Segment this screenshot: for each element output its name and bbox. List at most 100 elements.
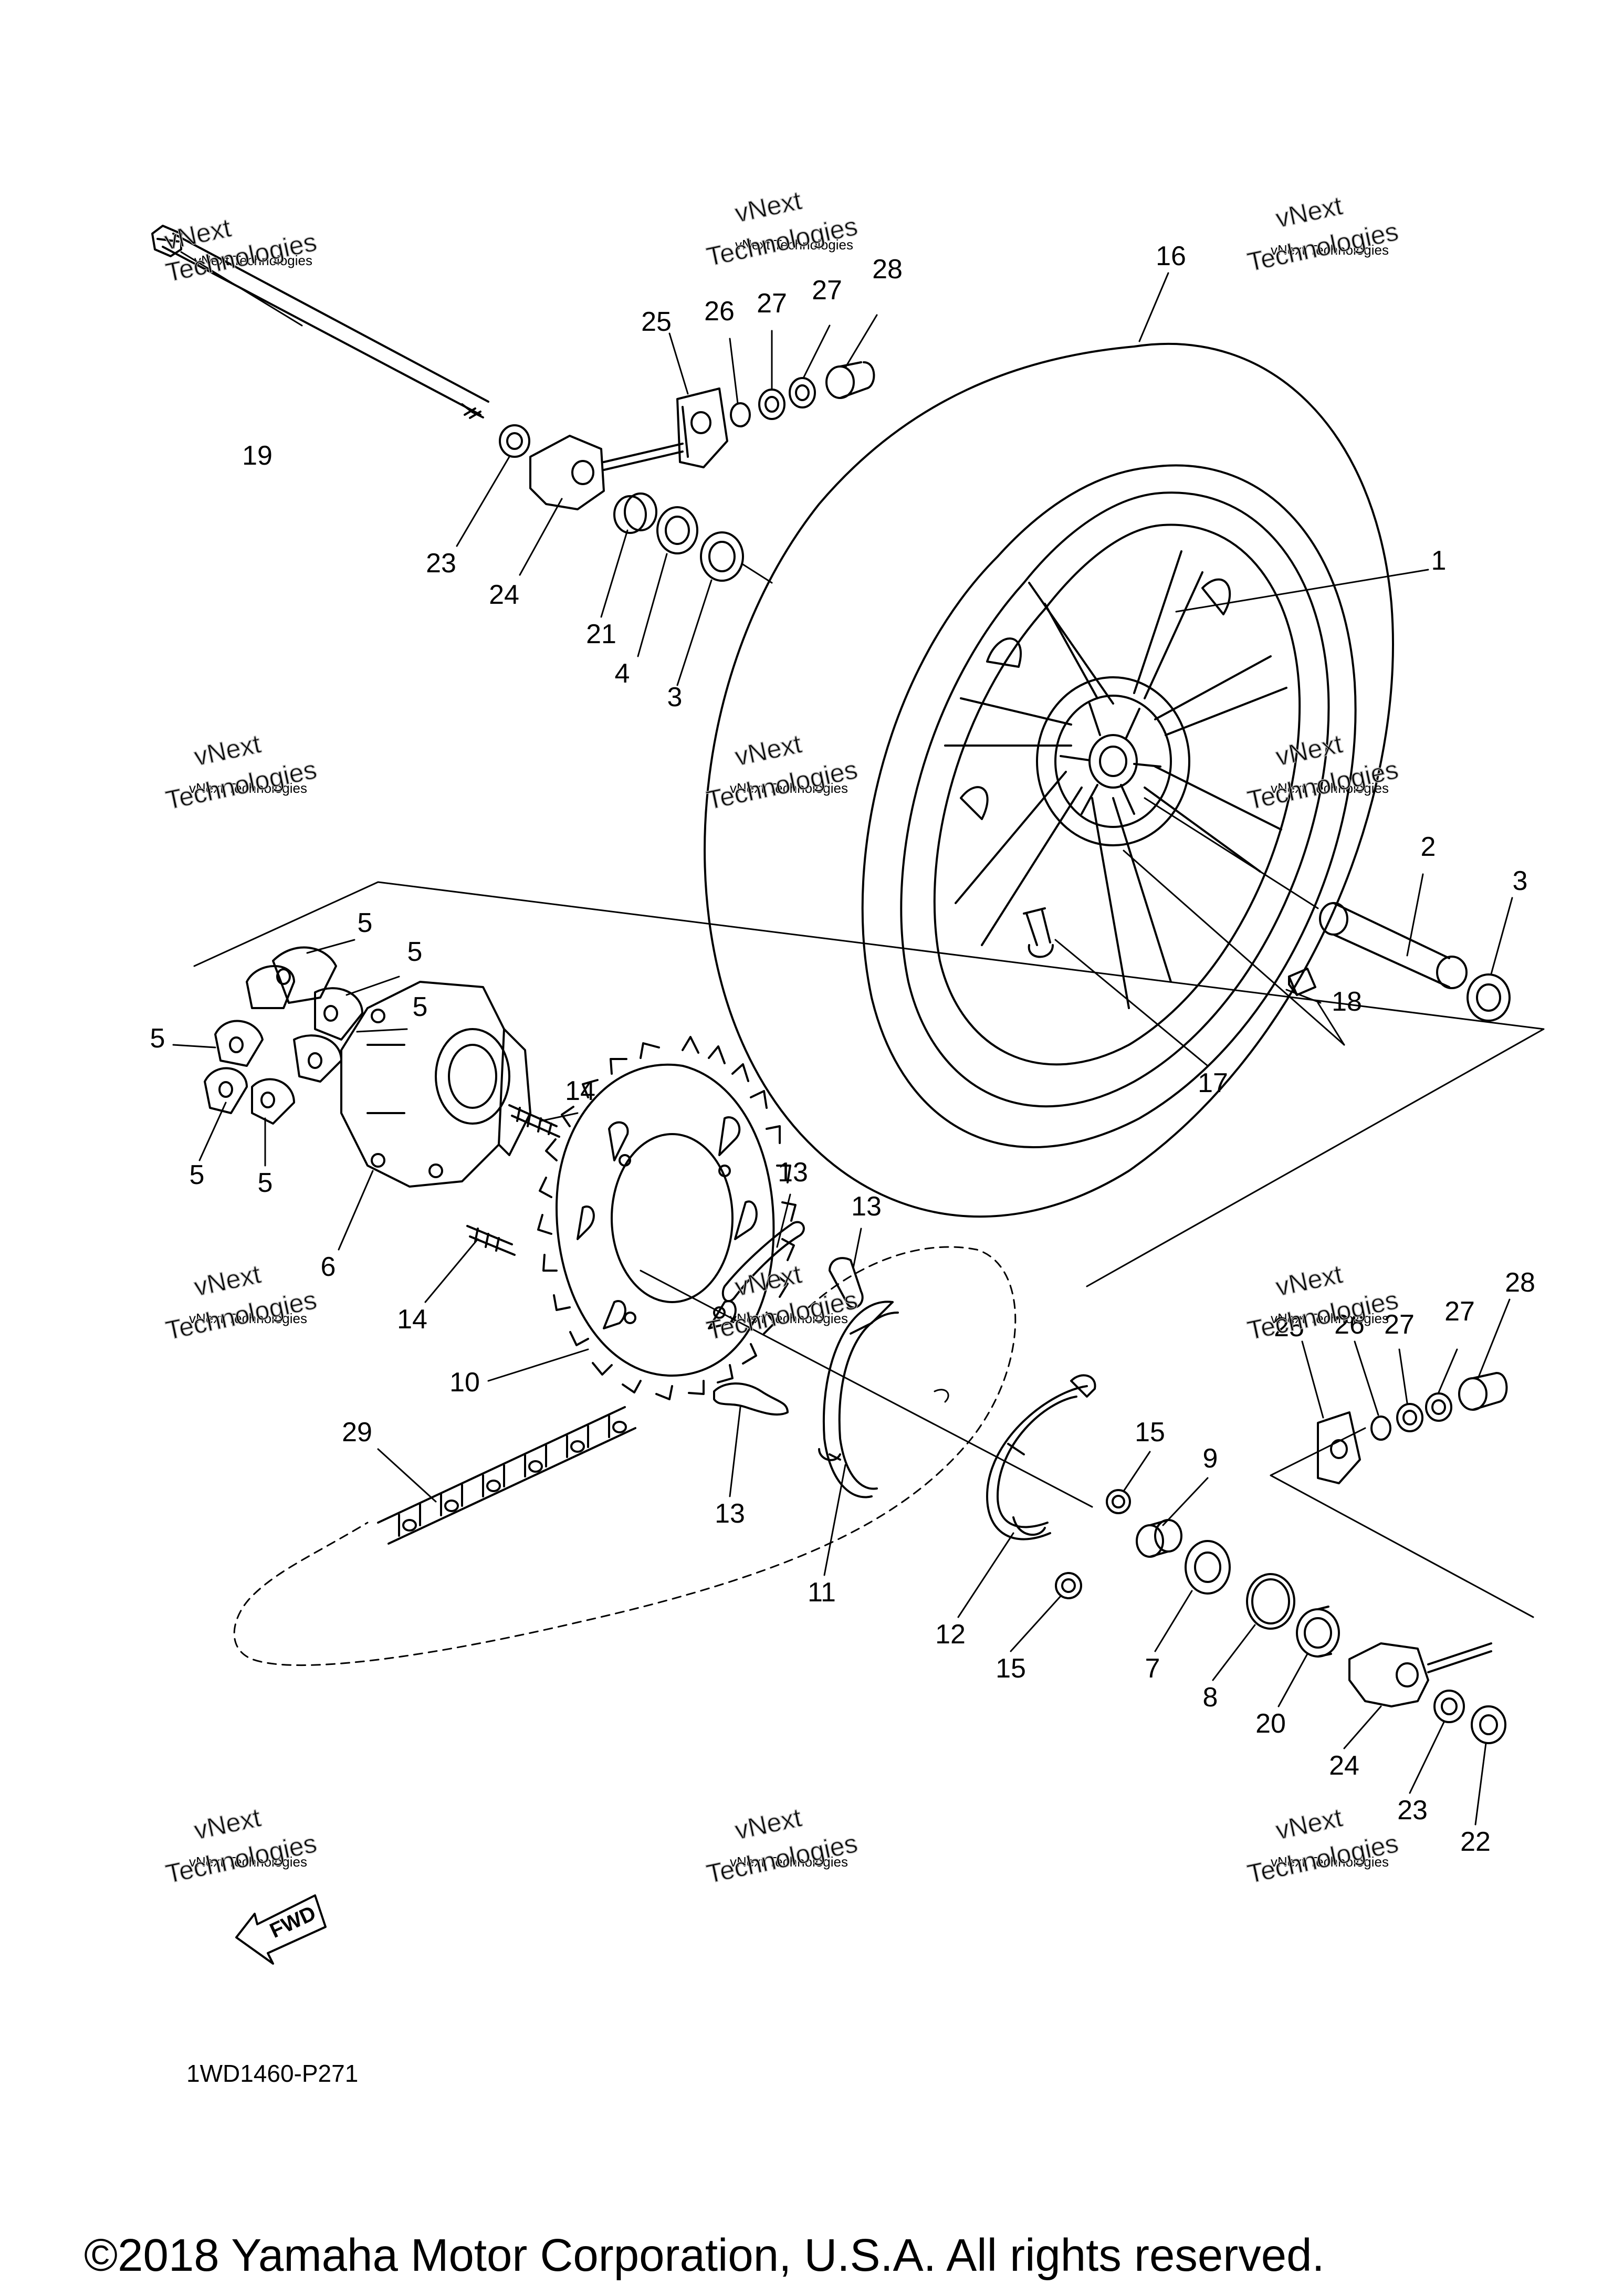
part-label-15-top: 15 — [1135, 1417, 1165, 1448]
bearing-4-top — [656, 506, 698, 554]
part-label-12: 12 — [935, 1619, 966, 1650]
part-label-13-a: 13 — [778, 1157, 808, 1188]
washer-23-right — [1433, 1690, 1465, 1723]
part-label-24-right: 24 — [1329, 1750, 1359, 1781]
watermark-text: Technologies — [704, 754, 860, 815]
part-label-5-b: 5 — [407, 937, 423, 967]
watermark-text: Technologies — [1245, 216, 1401, 277]
part-label-14-bottom: 14 — [397, 1304, 427, 1335]
sprocket-guard-11 — [818, 1301, 899, 1498]
watermark-text: vNext — [1273, 729, 1345, 771]
watermark-text: vNext — [1273, 1802, 1345, 1845]
part-label-1: 1 — [1431, 546, 1447, 576]
part-label-15-bottom: 15 — [996, 1653, 1026, 1684]
damper-set-5 — [204, 946, 363, 1125]
watermark-text: vNext Technologies — [189, 780, 307, 796]
sprocket-10 — [537, 1036, 797, 1400]
watermark-text: vNext — [1273, 191, 1345, 233]
nut-22 — [1471, 1705, 1506, 1744]
lock-washer-13-b — [829, 1257, 864, 1309]
part-label-3-right: 3 — [1513, 866, 1528, 896]
nut-27b-top — [789, 377, 816, 408]
drive-chain-29 — [377, 1406, 636, 1545]
watermark-text: vNext Technologies — [1271, 1854, 1389, 1870]
part-label-23-top: 23 — [426, 548, 456, 579]
part-label-5-f: 5 — [258, 1168, 273, 1198]
clip-18 — [1288, 968, 1316, 996]
watermark-text: Technologies — [1245, 754, 1401, 815]
watermark-text: vNext Technologies — [189, 1310, 307, 1326]
part-label-26-right: 26 — [1334, 1309, 1365, 1340]
part-label-27b-top: 27 — [812, 275, 842, 306]
watermark-text: Technologies — [163, 1828, 319, 1889]
washer-26-right — [1370, 1416, 1391, 1441]
washer-23-top — [499, 424, 530, 458]
part-label-25-top: 25 — [641, 307, 672, 337]
watermark-text: vNext — [1273, 1259, 1345, 1302]
watermark-text: vNext Technologies — [730, 1310, 848, 1326]
part-label-10: 10 — [449, 1367, 480, 1398]
seal-3-top — [700, 531, 744, 582]
part-label-20: 20 — [1255, 1708, 1286, 1739]
watermark-text: Technologies — [163, 1285, 319, 1345]
part-label-27a-top: 27 — [757, 288, 787, 319]
diagram-code: 1WD1460-P271 — [186, 2060, 358, 2087]
part-label-5-e: 5 — [190, 1160, 205, 1190]
leader-lines — [172, 251, 1513, 1826]
watermark-text: vNext — [732, 729, 804, 771]
chain-adjuster-24-top — [529, 435, 684, 510]
part-label-17: 17 — [1198, 1068, 1228, 1098]
chain-adjuster-24-right — [1348, 1642, 1492, 1707]
part-label-23-right: 23 — [1397, 1795, 1428, 1826]
watermark-text: vNext — [732, 1802, 804, 1845]
bearing-7 — [1185, 1540, 1231, 1595]
fwd-arrow-icon — [235, 1894, 327, 1965]
part-label-19: 19 — [242, 441, 273, 471]
rear-wheel — [900, 491, 1330, 1108]
part-label-8: 8 — [1203, 1682, 1218, 1713]
watermark-text: vNext — [192, 729, 264, 771]
watermark-text: Technologies — [1245, 1285, 1401, 1345]
part-label-7: 7 — [1145, 1653, 1160, 1684]
stud-14-top — [508, 1104, 560, 1138]
part-label-27a-right: 27 — [1384, 1309, 1415, 1340]
axle — [151, 225, 489, 419]
washer-26-top — [730, 402, 751, 427]
part-label-5-a: 5 — [358, 908, 373, 938]
rear-tire — [704, 343, 1394, 1218]
watermark-text: vNext Technologies — [735, 237, 853, 253]
nut-27b-right — [1425, 1392, 1452, 1422]
part-label-2: 2 — [1421, 832, 1436, 862]
clutch-hub-6 — [340, 981, 531, 1188]
lock-washer-13-a — [721, 1221, 805, 1303]
part-label-5-d: 5 — [150, 1023, 165, 1054]
adjuster-block-25-right — [1317, 1411, 1361, 1484]
part-label-16: 16 — [1156, 241, 1186, 271]
part-label-21: 21 — [586, 619, 616, 649]
cap-28-right — [1458, 1372, 1508, 1411]
part-label-26-top: 26 — [704, 296, 735, 327]
watermark-text: Technologies — [704, 1828, 860, 1889]
watermark-text: vNext Technologies — [730, 1854, 848, 1870]
nut-15-top — [1106, 1489, 1131, 1514]
watermark-text: vNext Technologies — [1271, 780, 1389, 796]
cap-28-top — [825, 361, 875, 399]
part-label-11: 11 — [808, 1577, 836, 1608]
part-label-18: 18 — [1332, 987, 1362, 1017]
part-label-27b-right: 27 — [1444, 1296, 1475, 1327]
assembly-frame — [193, 881, 1545, 1287]
part-label-5-c: 5 — [413, 992, 428, 1022]
part-label-14-top: 14 — [565, 1076, 595, 1106]
watermark-text: vNext — [732, 185, 804, 228]
collar-21 — [613, 492, 657, 534]
lock-washer-13-c — [713, 1382, 789, 1416]
watermark-text: vNext Technologies — [730, 780, 848, 796]
watermark-text: vNext — [192, 1802, 264, 1845]
watermark-text: Technologies — [704, 211, 860, 271]
part-label-4: 4 — [615, 658, 630, 689]
seal-20 — [1296, 1606, 1340, 1658]
part-label-13-c: 13 — [715, 1498, 745, 1529]
watermark-text: vNext Technologies — [1271, 1310, 1389, 1326]
part-label-24-top: 24 — [489, 580, 519, 610]
